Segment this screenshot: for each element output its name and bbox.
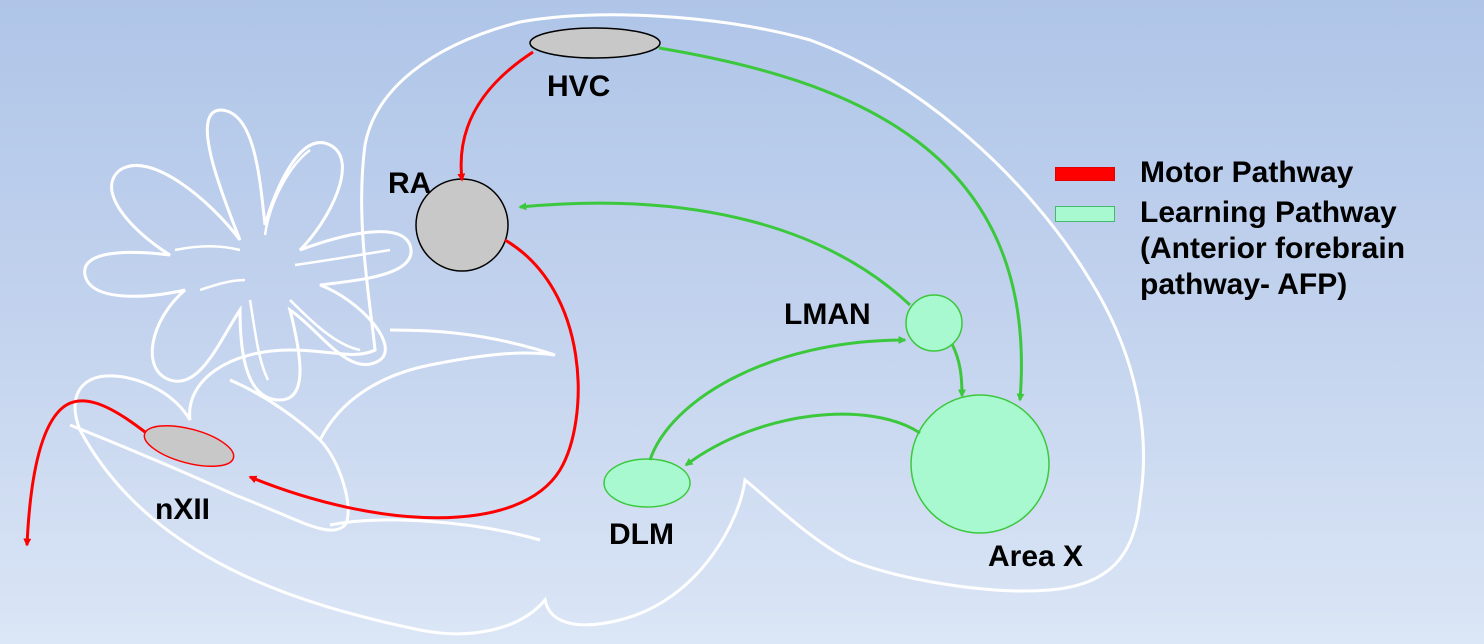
hvc-nucleus bbox=[529, 27, 661, 59]
legend-learning: Learning Pathway (Anterior forebrain pat… bbox=[1055, 195, 1405, 303]
lman-nucleus bbox=[905, 294, 963, 352]
lman-label: LMAN bbox=[784, 298, 871, 331]
area-x-nucleus bbox=[910, 394, 1050, 534]
cerebellum-inner-folds bbox=[174, 149, 391, 381]
nxii-label: nXII bbox=[155, 493, 210, 526]
hvc-label: HVC bbox=[547, 70, 610, 103]
learning-arrow-hvc-to-area-x bbox=[658, 46, 1025, 402]
dlm-nucleus bbox=[603, 458, 691, 508]
motor-arrow-hvc-to-ra bbox=[457, 50, 534, 182]
learning-arrow-dlm-to-lman bbox=[648, 336, 907, 461]
motor-arrow-ra-to-nxii bbox=[248, 238, 580, 520]
brain-outline bbox=[73, 13, 1145, 636]
learning-arrow-area-x-to-dlm bbox=[684, 412, 921, 467]
nxii-nucleus bbox=[143, 424, 235, 468]
learning-arrow-lman-to-ra bbox=[518, 201, 912, 307]
ra-label: RA bbox=[388, 167, 431, 200]
learning-arrow-lman-to-area-x bbox=[950, 343, 966, 398]
legend-learning-line3: pathway- AFP) bbox=[1140, 268, 1348, 301]
motor-swatch bbox=[1055, 167, 1115, 181]
legend-learning-line1: Learning Pathway bbox=[1140, 196, 1397, 229]
motor-arrow-nxii-output bbox=[23, 399, 146, 547]
cerebellum-outline bbox=[83, 108, 413, 402]
dlm-label: DLM bbox=[609, 518, 674, 551]
area-x-label: Area X bbox=[988, 540, 1083, 573]
legend-learning-line2: (Anterior forebrain bbox=[1140, 232, 1406, 265]
legend: Motor Pathway Learning Pathway (Anterior… bbox=[1055, 155, 1405, 303]
learning-swatch bbox=[1055, 206, 1115, 222]
brainstem-outline bbox=[69, 328, 556, 542]
legend-motor-label: Motor Pathway bbox=[1140, 156, 1354, 189]
legend-motor: Motor Pathway bbox=[1055, 155, 1405, 191]
